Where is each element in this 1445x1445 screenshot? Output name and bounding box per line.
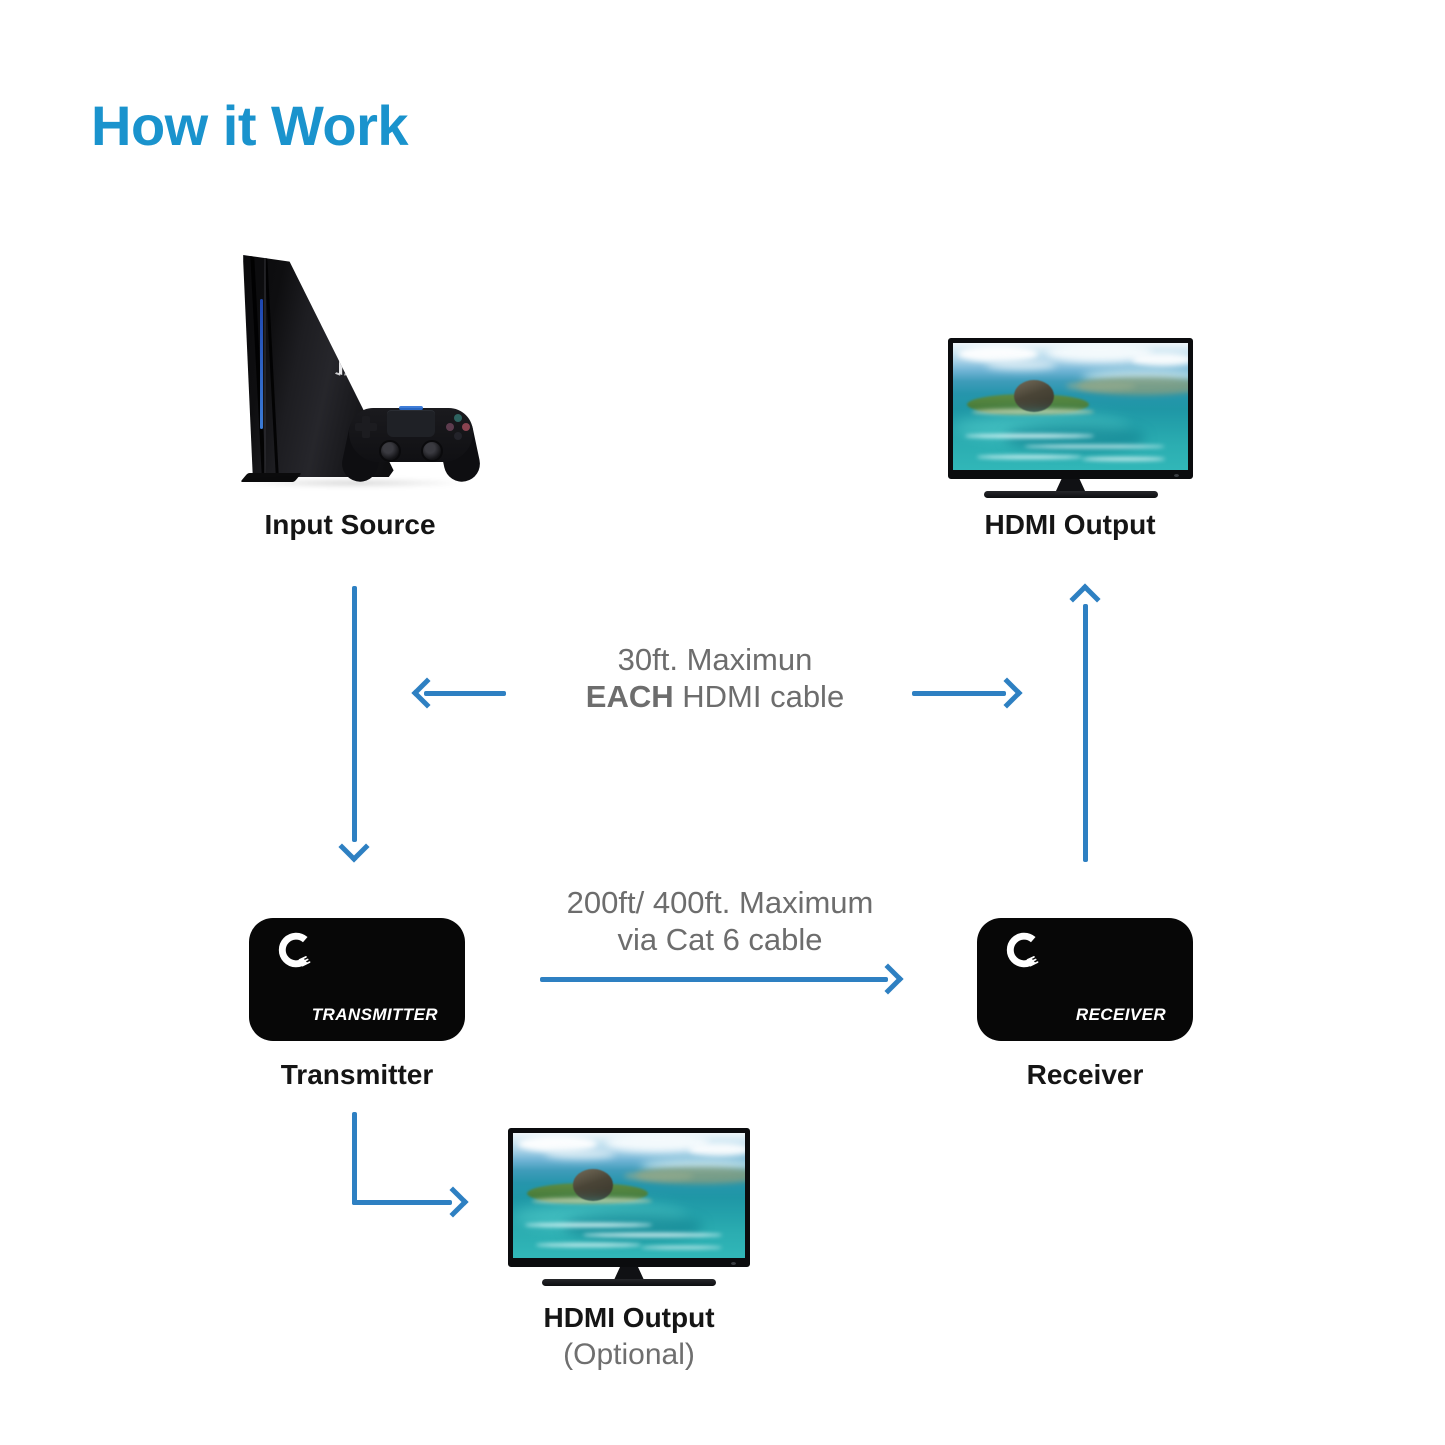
transmitter-device: TRANSMITTER — [249, 918, 465, 1041]
hdmi-cable-line2: EACH HDMI cable — [525, 678, 905, 715]
cat6-line2: via Cat 6 cable — [617, 922, 823, 957]
hdmi-cable-annotation: 30ft. Maximun EACH HDMI cable — [525, 641, 905, 715]
tv-screen-island-image — [513, 1133, 745, 1258]
tv-power-led — [1174, 474, 1179, 477]
hdmi-cable-line2-bold: EACH — [585, 679, 674, 714]
arrow-line — [912, 691, 1006, 696]
controller-stick — [379, 440, 401, 462]
arrow-head-left — [411, 677, 443, 709]
tv-hdmi-output-top — [948, 338, 1193, 498]
arrow-head-right — [991, 677, 1023, 709]
dualshock-controller-image — [338, 402, 484, 486]
ps4-groove — [264, 255, 279, 477]
tv-stand-neck — [1055, 479, 1086, 492]
arrow-head-up — [1069, 583, 1101, 615]
controller-button — [446, 423, 454, 431]
transmitter-label: Transmitter — [280, 1059, 434, 1090]
tv-screen-island-image — [953, 343, 1188, 470]
controller-touchpad — [387, 410, 435, 437]
receiver-label: Receiver — [1026, 1059, 1144, 1090]
hdmi-cable-line1: 30ft. Maximun — [617, 642, 813, 677]
tv-frame — [508, 1128, 750, 1267]
controller-stick — [421, 440, 443, 462]
brand-c-logo-icon — [1006, 932, 1039, 968]
arrow-head-right — [437, 1186, 469, 1218]
receiver-device: RECEIVER — [977, 918, 1193, 1041]
playstation-logo-icon — [335, 360, 349, 376]
receiver-device-text: RECEIVER — [1075, 1005, 1166, 1024]
brand-c-logo-icon — [278, 932, 311, 968]
arrow-head-down — [338, 831, 370, 863]
ps4-console-image — [238, 252, 488, 502]
controller-button — [454, 414, 462, 422]
controller-dpad — [355, 423, 377, 431]
ps4-power-light — [260, 299, 263, 429]
page-title: How it Work — [91, 94, 409, 157]
arrow-line — [352, 586, 357, 842]
arrow-line — [540, 977, 888, 982]
tv-stand-base — [542, 1279, 716, 1286]
tv-stand-base — [983, 491, 1158, 498]
cat6-annotation: 200ft/ 400ft. Maximum via Cat 6 cable — [520, 884, 920, 958]
controller-light-bar — [399, 406, 423, 410]
cat6-line1: 200ft/ 400ft. Maximum — [566, 885, 874, 920]
controller-button — [454, 432, 462, 440]
hdmi-output-top-label: HDMI Output — [984, 509, 1156, 540]
arrow-line — [1083, 604, 1088, 862]
arrow-line — [352, 1112, 357, 1205]
arrow-line — [424, 691, 506, 696]
ps4-edge-highlight — [264, 255, 266, 477]
tv-stand-neck — [614, 1267, 644, 1280]
ps4-shadow — [238, 478, 468, 488]
hdmi-output-bottom-label: HDMI Output — [543, 1302, 715, 1333]
controller-button — [462, 423, 470, 431]
tv-hdmi-output-optional — [508, 1128, 750, 1286]
arrow-head-right — [872, 963, 904, 995]
hdmi-output-optional-sublabel: (Optional) — [563, 1338, 695, 1371]
tv-power-led — [731, 1262, 736, 1265]
transmitter-device-text: TRANSMITTER — [311, 1005, 438, 1024]
input-source-label: Input Source — [264, 509, 436, 540]
hdmi-cable-line2-rest: HDMI cable — [673, 679, 845, 714]
tv-frame — [948, 338, 1193, 479]
arrow-line — [352, 1200, 452, 1205]
